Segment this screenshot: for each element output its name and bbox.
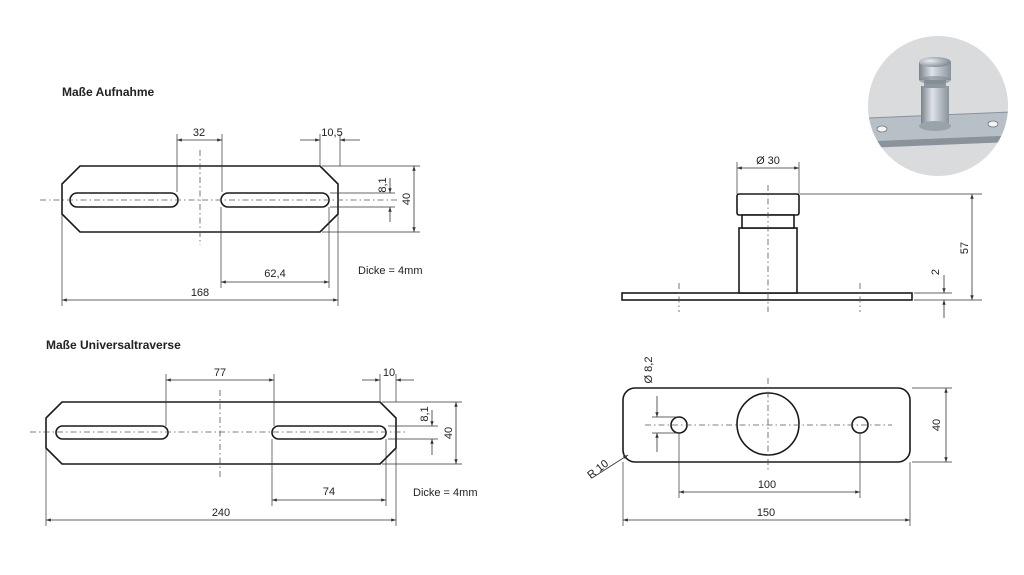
dim-aufnahme-slot-width: 8,1 — [377, 177, 389, 192]
dim-plate-thickness: 2 — [930, 269, 942, 275]
title-universaltraverse: Maße Universaltraverse — [46, 338, 181, 352]
dim-pin-plate-height: 40 — [931, 419, 943, 431]
dim-traverse-edge: 10 — [383, 367, 395, 379]
dim-hole-spacing: 100 — [758, 479, 776, 491]
traverse-plate — [45, 401, 397, 465]
dim-aufnahme-height: 40 — [401, 193, 413, 205]
dim-pin-height: 57 — [959, 242, 971, 254]
aufnahme-drawing: 32 10,5 8,1 40 62,4 168 Dicke = 4mm — [40, 127, 423, 306]
aufnahme-thickness-note: Dicke = 4mm — [358, 265, 423, 277]
pin-top-view: Ø 8,2 40 R 10 100 150 — [585, 357, 952, 526]
title-aufnahme: Maße Aufnahme — [62, 85, 155, 99]
dim-traverse-slot-length: 74 — [323, 486, 335, 498]
dim-traverse-spacing: 77 — [214, 367, 226, 379]
aufnahme-plate — [61, 165, 339, 233]
pin-base-plate-side — [621, 292, 913, 301]
dim-hole-diameter: Ø 8,2 — [643, 357, 655, 384]
traverse-thickness-note: Dicke = 4mm — [413, 487, 478, 499]
traverse-drawing: 77 10 8,1 40 74 240 Dicke = 4mm — [30, 367, 478, 526]
dim-aufnahme-spacing: 32 — [193, 127, 205, 139]
dim-traverse-length: 240 — [212, 507, 230, 519]
pin-plate-photo — [868, 36, 1008, 176]
pin-side-view: Ø 30 57 2 — [621, 155, 982, 318]
traverse-slot-right — [271, 425, 387, 440]
dim-aufnahme-slot-length: 62,4 — [264, 268, 285, 280]
dim-aufnahme-length: 168 — [191, 287, 209, 299]
dim-pin-diameter: Ø 30 — [756, 155, 780, 167]
dim-corner-radius: R 10 — [585, 458, 611, 482]
dim-traverse-height: 40 — [443, 427, 455, 439]
traverse-slot-left — [55, 425, 169, 440]
dim-pin-plate-length: 150 — [757, 507, 775, 519]
dim-traverse-slot-width: 8,1 — [419, 406, 431, 421]
dim-aufnahme-edge: 10,5 — [321, 127, 342, 139]
